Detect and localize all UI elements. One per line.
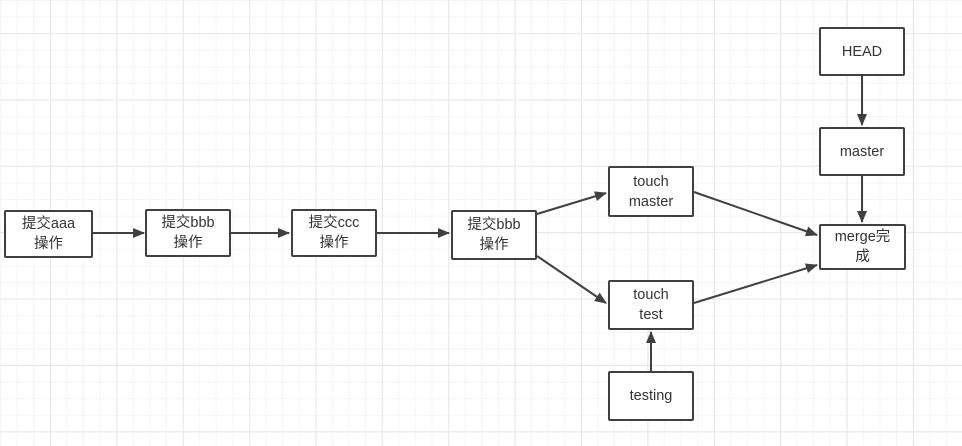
- node-commit-aaa[interactable]: 提交aaa 操作: [4, 210, 93, 258]
- node-commit-bbb-2[interactable]: 提交bbb 操作: [451, 210, 537, 260]
- node-master-label: master: [839, 143, 885, 160]
- node-commit-ccc-label: 提交ccc 操作: [308, 215, 360, 251]
- node-testing-label: testing: [629, 388, 673, 404]
- node-touch-master[interactable]: touch master: [608, 166, 694, 217]
- edge-touch-master-to-merge-done[interactable]: [693, 191, 818, 237]
- node-touch-master-label: touch master: [628, 173, 674, 210]
- node-merge-done-label: merge完 成: [834, 229, 891, 265]
- node-merge-done[interactable]: merge完 成: [819, 224, 906, 270]
- node-head-label: HEAD: [841, 43, 883, 60]
- node-master[interactable]: master: [819, 127, 905, 176]
- node-touch-test[interactable]: touch test: [608, 280, 694, 330]
- node-testing[interactable]: testing: [608, 371, 694, 421]
- node-head[interactable]: HEAD: [819, 27, 905, 76]
- node-touch-test-label: touch test: [633, 287, 669, 323]
- edge-touch-test-to-merge-done[interactable]: [693, 263, 818, 304]
- node-commit-aaa-label: 提交aaa 操作: [21, 216, 76, 252]
- node-commit-bbb-1-label: 提交bbb 操作: [161, 215, 215, 251]
- edge-commit-bbb-2-to-touch-master[interactable]: [536, 191, 607, 215]
- node-commit-bbb-2-label: 提交bbb 操作: [467, 217, 521, 253]
- node-commit-ccc[interactable]: 提交ccc 操作: [291, 209, 377, 257]
- node-commit-bbb-1[interactable]: 提交bbb 操作: [145, 209, 231, 257]
- edge-commit-bbb-2-to-touch-test[interactable]: [536, 255, 607, 304]
